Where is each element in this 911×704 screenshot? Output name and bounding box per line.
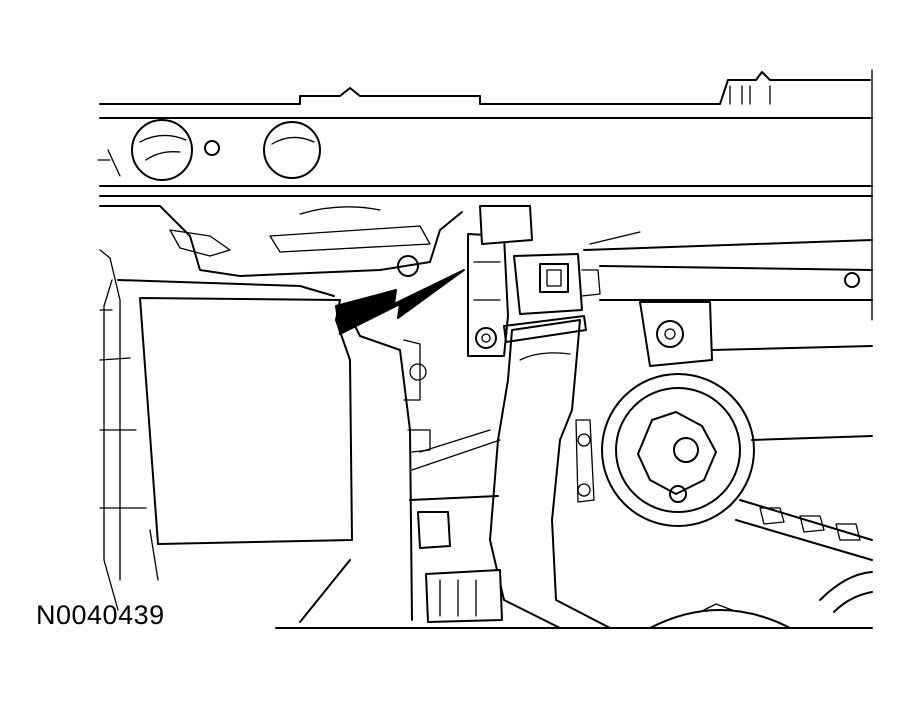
crossmember-hole-left — [131, 119, 193, 181]
fan-shroud-panel — [139, 297, 353, 545]
figure-id-label: N0040439 — [36, 600, 165, 630]
sensor-bracket — [467, 205, 533, 357]
lower-components — [409, 419, 595, 623]
crossmember-small-hole — [204, 140, 220, 156]
crossmember-hole-right — [263, 121, 321, 179]
pointer-arrow-icon — [335, 269, 465, 335]
pulley — [601, 373, 755, 527]
vertical-frame-bar — [299, 319, 431, 623]
radiator-support-crossmember — [97, 69, 873, 321]
coolant-hose — [489, 315, 611, 629]
electrical-connector — [513, 253, 601, 315]
right-rail — [583, 231, 873, 301]
drive-belt-area — [649, 435, 873, 629]
mounting-bracket — [639, 301, 873, 367]
left-frame-lines — [99, 205, 463, 611]
